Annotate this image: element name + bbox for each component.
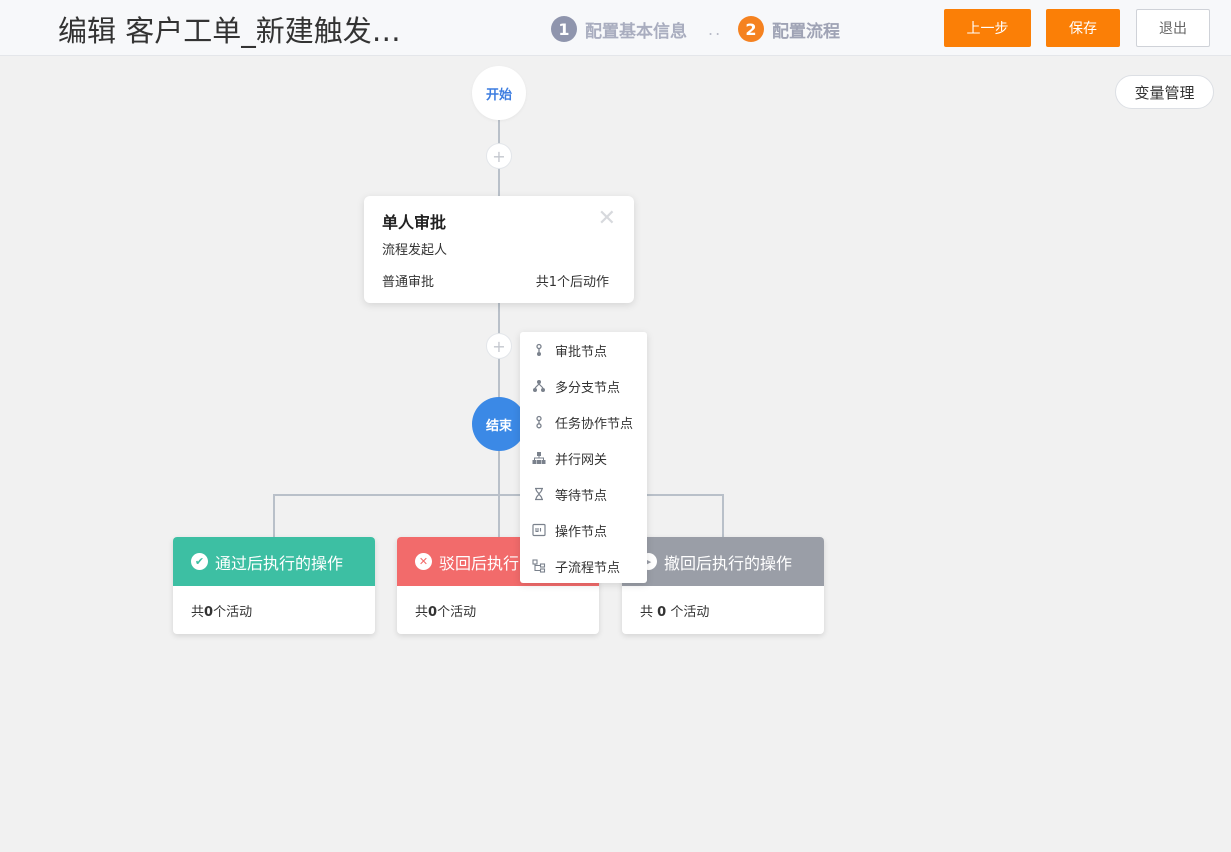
menu-item-label: 审批节点 bbox=[555, 344, 608, 360]
activity-count: 0 bbox=[657, 605, 667, 620]
branch-line bbox=[273, 494, 724, 496]
menu-item-parallel-gateway[interactable]: 并行网关 bbox=[520, 440, 647, 476]
step-label: 配置基本信息 bbox=[585, 21, 687, 42]
start-node[interactable]: 开始 bbox=[472, 66, 526, 120]
step-basic-info[interactable]: 1 配置基本信息 bbox=[551, 16, 687, 42]
exit-button[interactable]: 退出 bbox=[1136, 9, 1210, 47]
count-prefix: 共 bbox=[640, 605, 658, 620]
card-body: 共 0 个活动 bbox=[622, 586, 824, 620]
approval-node-card[interactable]: 单人审批 ✕ 流程发起人 普通审批 共1个后动作 bbox=[364, 196, 634, 303]
add-node-button[interactable]: + bbox=[486, 143, 512, 169]
menu-item-label: 多分支节点 bbox=[555, 380, 621, 396]
step-number: 1 bbox=[551, 16, 577, 42]
menu-item-wait-node[interactable]: 等待节点 bbox=[520, 476, 647, 512]
step-flow-config[interactable]: 2 配置流程 bbox=[738, 16, 840, 42]
hourglass-icon bbox=[535, 487, 543, 501]
pass-actions-card[interactable]: ✔ 通过后执行的操作 共0个活动 bbox=[173, 537, 375, 634]
approval-node-icon bbox=[536, 343, 542, 356]
menu-item-operation-node[interactable]: 操作节点 bbox=[520, 512, 647, 548]
revoke-actions-card[interactable]: ▸ 撤回后执行的操作 共 0 个活动 bbox=[622, 537, 824, 634]
page-header: 编辑 客户工单_新建触发… 1 配置基本信息 .. 2 配置流程 上一步 保存 … bbox=[0, 0, 1231, 56]
subflow-icon bbox=[532, 559, 546, 573]
task-node-icon bbox=[536, 415, 542, 429]
count-suffix: 个活动 bbox=[213, 605, 253, 620]
card-title: 通过后执行的操作 bbox=[215, 553, 344, 573]
variable-manage-button[interactable]: 变量管理 bbox=[1115, 75, 1214, 109]
end-node[interactable]: 结束 bbox=[472, 397, 526, 451]
step-label: 配置流程 bbox=[772, 21, 840, 42]
activity-count: 0 bbox=[204, 605, 214, 620]
count-suffix: 个活动 bbox=[437, 605, 477, 620]
menu-item-approval-node[interactable]: 审批节点 bbox=[520, 332, 647, 368]
card-title: 撤回后执行的操作 bbox=[664, 553, 793, 573]
menu-item-subflow-node[interactable]: 子流程节点 bbox=[520, 548, 647, 584]
menu-item-branch-node[interactable]: 多分支节点 bbox=[520, 368, 647, 404]
ui-icon bbox=[532, 523, 546, 537]
close-icon[interactable]: ✕ bbox=[597, 206, 616, 231]
approval-node-title: 单人审批 bbox=[382, 213, 447, 232]
count-suffix: 个活动 bbox=[666, 605, 710, 620]
step-separator: .. bbox=[708, 20, 723, 39]
menu-item-task-node[interactable]: 任务协作节点 bbox=[520, 404, 647, 440]
card-body: 共0个活动 bbox=[173, 586, 375, 620]
card-body: 共0个活动 bbox=[397, 586, 599, 620]
node-type-menu: 审批节点 多分支节点 任务协作节点 并行网关 等待节点 操作节点 子流程节点 bbox=[520, 332, 647, 583]
page-title: 编辑 客户工单_新建触发… bbox=[58, 14, 401, 48]
save-button[interactable]: 保存 bbox=[1046, 9, 1120, 47]
card-header: ▸ 撤回后执行的操作 bbox=[622, 537, 824, 586]
x-circle-icon: ✕ bbox=[415, 553, 432, 570]
card-header: ✔ 通过后执行的操作 bbox=[173, 537, 375, 586]
menu-item-label: 等待节点 bbox=[555, 488, 608, 504]
menu-item-label: 子流程节点 bbox=[555, 560, 621, 576]
branch-line bbox=[273, 494, 275, 537]
approval-assignee: 流程发起人 bbox=[382, 243, 448, 258]
gateway-icon bbox=[532, 452, 546, 464]
branch-line bbox=[722, 494, 724, 537]
approval-actions-count: 共1个后动作 bbox=[535, 275, 609, 290]
add-node-button[interactable]: + bbox=[486, 333, 512, 359]
count-prefix: 共 bbox=[191, 605, 205, 620]
approval-type: 普通审批 bbox=[382, 275, 435, 290]
count-prefix: 共 bbox=[415, 605, 429, 620]
menu-item-label: 操作节点 bbox=[555, 524, 608, 540]
branch-node-icon bbox=[533, 380, 545, 392]
prev-step-button[interactable]: 上一步 bbox=[944, 9, 1031, 47]
menu-item-label: 并行网关 bbox=[555, 452, 608, 468]
activity-count: 0 bbox=[428, 605, 438, 620]
check-circle-icon: ✔ bbox=[191, 553, 208, 570]
menu-item-label: 任务协作节点 bbox=[555, 416, 634, 432]
step-number: 2 bbox=[738, 16, 764, 42]
